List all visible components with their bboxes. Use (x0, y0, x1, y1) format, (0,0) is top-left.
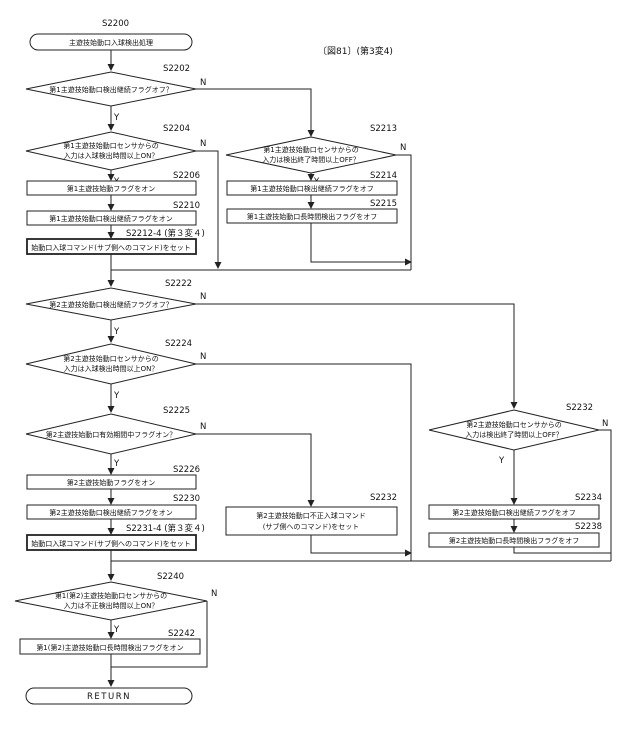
decision-s2204 (26, 132, 196, 170)
s2224-step-id: S2224 (165, 339, 192, 349)
s2226-step-id: S2226 (173, 465, 200, 475)
decision-s2232b (429, 410, 599, 450)
s2232a-line1: 第2主遊技始動口不正入球コマンド (256, 511, 365, 520)
connector-s2212-merge (111, 254, 218, 270)
s2226-text: 第2主遊技始動フラグをオン (67, 478, 155, 487)
s2232b-no-label: N (602, 419, 608, 429)
s2214-text: 第1主遊技始動口検出継続フラグをオフ (250, 184, 373, 193)
s2204-line2: 入力は入球検出時間以上ON？ (64, 151, 159, 160)
start-step-id: S2200 (102, 19, 129, 29)
s2240-step-id: S2240 (157, 572, 184, 582)
s2212-step-id: S2212-4 (第３変４) (126, 228, 205, 239)
s2225-text: 第2主遊技始動口有効期間中フラグオン？ (46, 430, 176, 439)
decision-s2213 (226, 137, 396, 173)
connector-s2232a (311, 535, 411, 553)
s2204-no-label: N (200, 139, 206, 149)
s2232a-step-id: S2232 (370, 493, 397, 503)
s2240-no-label: N (211, 589, 217, 599)
s2202-no-label: N (200, 78, 206, 88)
decision-s2240 (15, 582, 207, 620)
s2225-yes-label: Y (113, 459, 120, 469)
connector-s2215 (311, 223, 411, 262)
s2202-yes-label: Y (113, 113, 120, 123)
s2222-step-id: S2222 (165, 279, 192, 289)
s2224-line1: 第2主遊技始動口センサからの (63, 354, 158, 363)
s2213-line2: 入力は検出終了時間以上OFF？ (262, 155, 360, 164)
s2234-text: 第2主遊技始動口検出継続フラグをオフ (452, 508, 575, 517)
s2234-step-id: S2234 (575, 493, 602, 503)
s2225-no-label: N (200, 422, 206, 432)
s2214-step-id: S2214 (370, 171, 397, 181)
s2238-step-id: S2238 (575, 522, 602, 532)
s2212-text: 始動口入球コマンド(サブ側へのコマンド)をセット (31, 243, 190, 252)
s2232b-line1: 第2主遊技始動口センサからの (466, 420, 561, 429)
s2206-text: 第1主遊技始動フラグをオン (67, 184, 155, 193)
s2231-step-id: S2231-4 (第３変４) (126, 523, 205, 534)
s2232b-line2: 入力は検出終了時間以上OFF？ (465, 430, 563, 439)
s2232b-yes-label: Y (498, 456, 505, 466)
s2204-step-id: S2204 (163, 124, 190, 134)
connector-s2238 (514, 547, 611, 553)
s2215-step-id: S2215 (370, 199, 397, 209)
s2224-no-label: N (200, 352, 206, 362)
s2240-line2: 入力は不正検出時間以上ON？ (64, 601, 159, 610)
connector-s2213-no (396, 155, 411, 270)
s2242-step-id: S2242 (168, 629, 195, 639)
connector-s2231-merge (111, 550, 611, 561)
connector-s2222-no (196, 304, 514, 408)
s2231-text: 始動口入球コマンド(サブ側へのコマンド)をセット (31, 539, 190, 548)
connector-s2202-no (196, 89, 311, 136)
s2222-no-label: N (200, 292, 206, 302)
start-label: 主遊技始動口入球検出処理 (69, 38, 153, 47)
s2202-text: 第1主遊技始動口検出継続フラグオフ？ (49, 85, 172, 94)
s2222-text: 第2主遊技始動口検出継続フラグオフ？ (49, 300, 172, 309)
s2238-text: 第2主遊技始動口長時間検出フラグをオフ (449, 536, 579, 545)
s2240-yes-label: Y (113, 625, 120, 635)
s2206-step-id: S2206 (173, 171, 200, 181)
s2213-no-label: N (400, 143, 406, 153)
s2232a-line2: (サブ側へのコマンド)をセット (263, 522, 359, 531)
s2222-yes-label: Y (113, 327, 120, 337)
s2225-step-id: S2225 (163, 406, 190, 416)
s2213-step-id: S2213 (370, 124, 397, 134)
s2224-line2: 入力は入球検出時間以上ON？ (64, 364, 159, 373)
decision-s2224 (26, 344, 196, 384)
s2224-yes-label: Y (113, 391, 120, 401)
s2213-line1: 第1主遊技始動口センサからの (263, 145, 358, 154)
s2230-text: 第2主遊技始動口検出継続フラグをオン (49, 508, 172, 517)
s2210-step-id: S2210 (173, 201, 200, 211)
s2204-line1: 第1主遊技始動口センサからの (63, 141, 158, 150)
s2240-line1: 第1(第2)主遊技始動口センサからの (55, 591, 167, 600)
end-label: RETURN (87, 692, 131, 702)
s2202-step-id: S2202 (163, 64, 190, 74)
s2232b-step-id: S2232 (566, 403, 593, 413)
s2210-text: 第1主遊技始動口検出継続フラグをオン (49, 214, 172, 223)
connector-s2225-no (196, 434, 311, 506)
s2230-step-id: S2230 (173, 494, 200, 504)
s2215-text: 第1主遊技始動口長時間検出フラグをオフ (247, 212, 377, 221)
s2242-text: 第1(第2)主遊技始動口長時間検出フラグをオン (36, 643, 183, 652)
figure-label: 〔図81〕(第3変4) (318, 45, 393, 57)
